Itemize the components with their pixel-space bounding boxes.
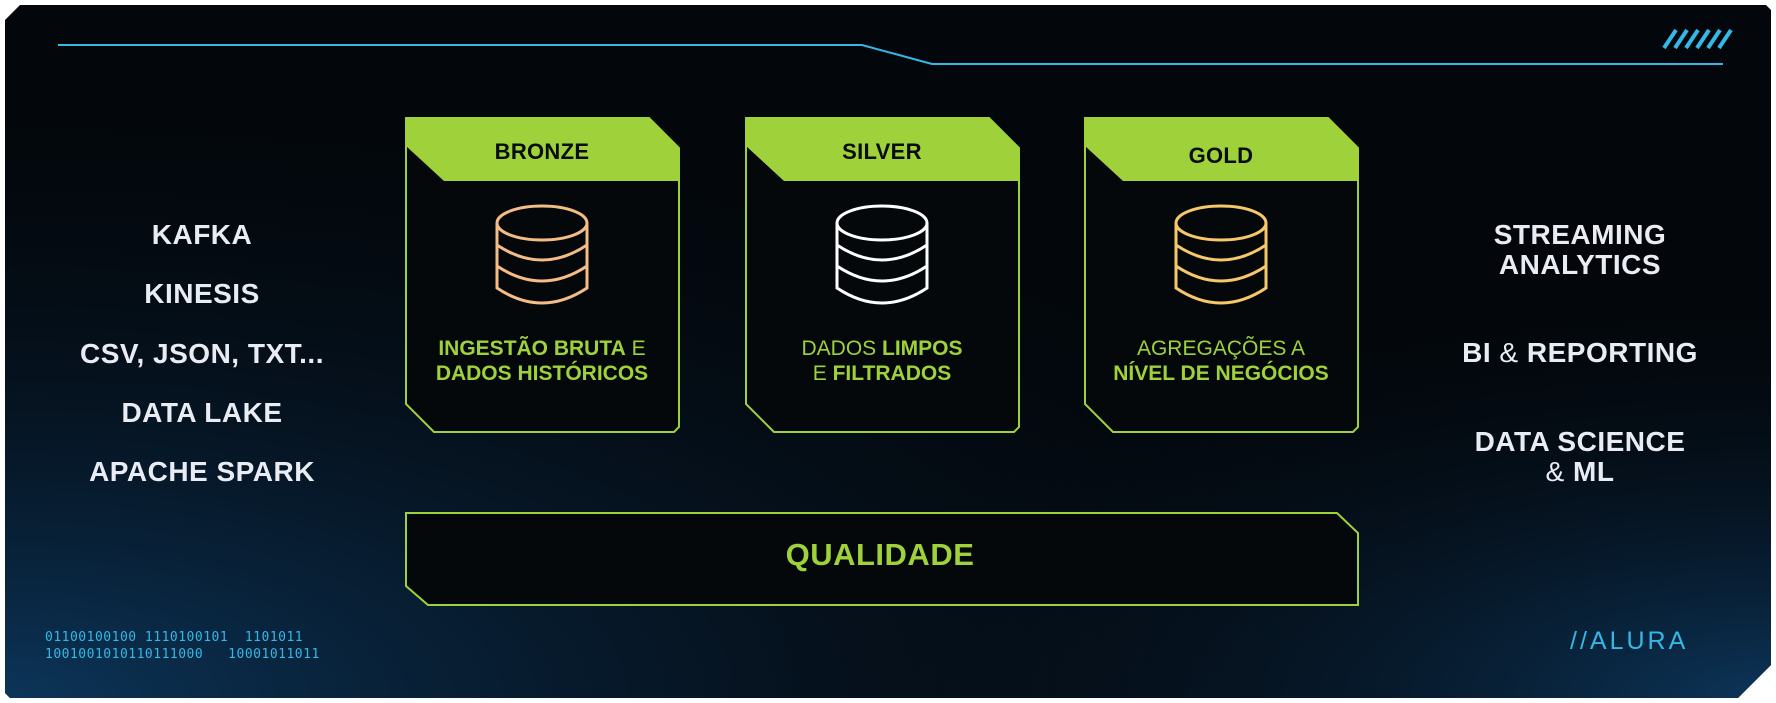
desc-bold: DADOS HISTÓRICOS <box>435 362 649 385</box>
card-desc-bronze: INGESTÃO BRUTA E DADOS HISTÓRICOS <box>406 336 678 386</box>
binary-text-line-1: 01100100100 1110100101 1101011 <box>45 630 304 645</box>
card-title-bronze: BRONZE <box>494 139 590 164</box>
binary-text-line-2: 1001001010110111000 10001011011 <box>45 647 320 662</box>
output-bi-reporting: BI & REPORTING <box>1420 338 1740 368</box>
output-data-science-ml: DATA SCIENCE & ML <box>1420 427 1740 487</box>
top-accent-line <box>58 44 1723 65</box>
desc-bold: INGESTÃO BRUTA <box>438 337 626 360</box>
card-silver <box>745 117 1020 433</box>
card-desc-gold: AGREGAÇÕES A NÍVEL DE NEGÓCIOS <box>1085 336 1357 386</box>
card-title-gold: GOLD <box>1188 143 1254 168</box>
slash-stripes-icon <box>1662 28 1733 50</box>
output-text: REPORTING <box>1526 337 1698 368</box>
desc-normal: AGREGAÇÕES A <box>1136 337 1306 360</box>
quality-bar <box>405 512 1359 606</box>
card-title-silver: SILVER <box>842 139 922 164</box>
desc-normal: E <box>625 337 646 360</box>
source-files: CSV, JSON, TXT... <box>80 338 324 369</box>
database-icon <box>1174 204 1268 305</box>
database-icon <box>495 204 589 305</box>
output-line: STREAMING <box>1493 219 1667 250</box>
desc-normal: E <box>812 362 833 385</box>
output-text: BI <box>1462 337 1492 368</box>
desc-bold: LIMPOS <box>882 337 963 360</box>
quality-label: QUALIDADE <box>785 537 975 572</box>
ampersand: & <box>1499 337 1519 368</box>
source-kinesis: KINESIS <box>144 278 260 309</box>
source-apache-spark: APACHE SPARK <box>89 456 315 487</box>
source-data-lake: DATA LAKE <box>121 397 283 428</box>
output-streaming-analytics: STREAMING ANALYTICS <box>1420 220 1740 280</box>
database-icon <box>835 204 929 305</box>
desc-bold: FILTRADOS <box>832 362 952 385</box>
ampersand: & <box>1545 456 1565 487</box>
card-bronze <box>405 117 680 433</box>
card-desc-silver: DADOS LIMPOS E FILTRADOS <box>746 336 1018 386</box>
brand-logo: //ALURA <box>1570 627 1689 655</box>
desc-bold: NÍVEL DE NEGÓCIOS <box>1113 362 1329 385</box>
output-text: ML <box>1573 456 1615 487</box>
output-line: DATA SCIENCE <box>1474 426 1686 457</box>
desc-normal: DADOS <box>801 337 882 360</box>
card-gold <box>1084 117 1359 433</box>
source-kafka: KAFKA <box>151 219 253 250</box>
output-line: ANALYTICS <box>1498 249 1662 280</box>
